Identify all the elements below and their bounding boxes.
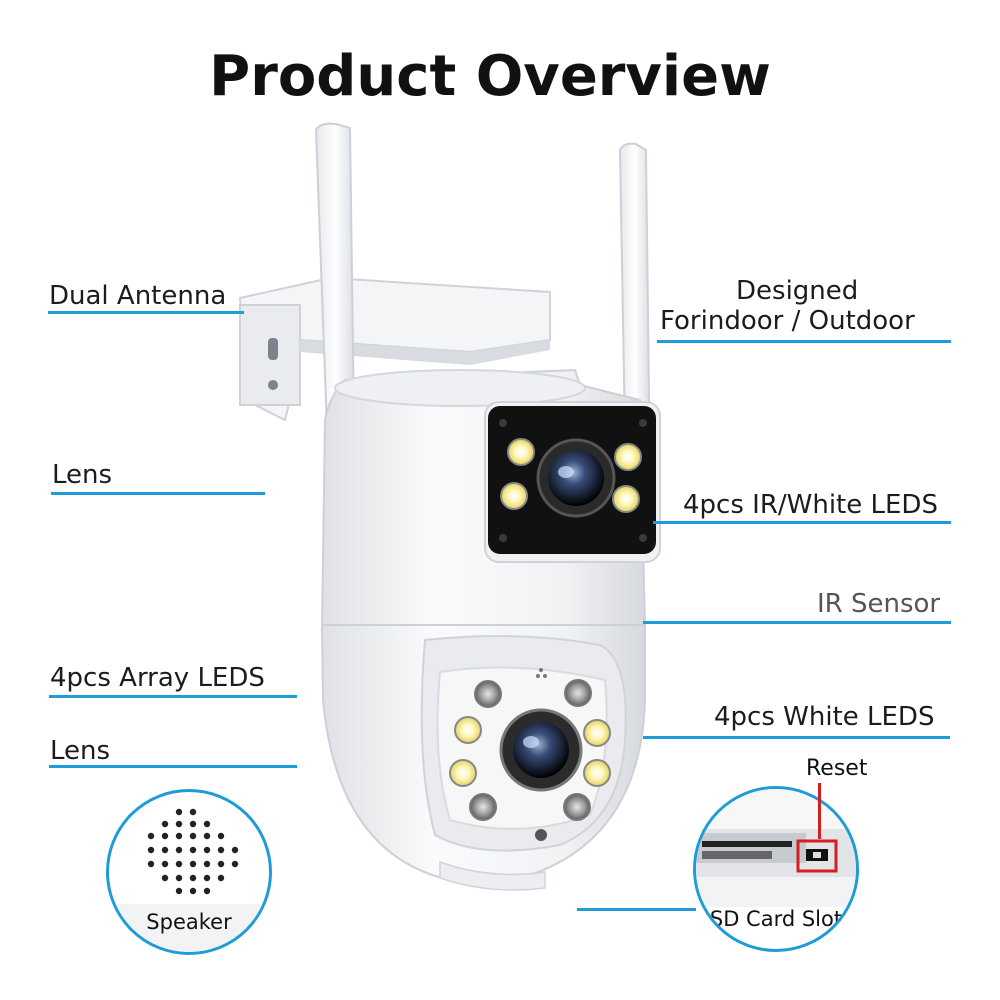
callout-underline xyxy=(643,736,950,739)
reset-label: Reset xyxy=(806,756,868,781)
callout-designed-line2: Forindoor / Outdoor xyxy=(660,306,915,336)
speaker-circle: Speaker xyxy=(106,789,272,955)
callout-underline xyxy=(657,340,951,343)
callout-dual-antenna: Dual Antenna xyxy=(49,281,227,311)
speaker-grille-icon xyxy=(109,808,269,952)
callout-underline xyxy=(49,695,297,698)
reset-marker-box xyxy=(796,839,838,873)
callout-underline xyxy=(48,311,244,314)
sd-card-label: SD Card Slot xyxy=(709,907,843,931)
callout-ir-sensor: IR Sensor xyxy=(817,589,941,619)
reset-pointer-line xyxy=(818,783,821,839)
callout-designed-line1: Designed xyxy=(736,276,859,306)
sd-card-slot-icon xyxy=(696,789,856,907)
callout-underline xyxy=(49,765,297,768)
callout-ir-white-leds: 4pcs IR/White LEDS xyxy=(683,490,938,520)
callout-underline xyxy=(577,908,696,911)
callout-array-leds: 4pcs Array LEDS xyxy=(50,663,265,693)
page-title: Product Overview xyxy=(209,44,771,109)
callout-underline xyxy=(643,621,951,624)
speaker-label: Speaker xyxy=(146,910,232,934)
callout-underline xyxy=(51,492,265,495)
callout-lens-bottom: Lens xyxy=(50,736,111,766)
callout-lens-top: Lens xyxy=(52,460,113,490)
callout-underline xyxy=(653,521,951,524)
sd-card-circle: SD Card Slot xyxy=(693,786,859,952)
callout-white-leds: 4pcs White LEDS xyxy=(714,702,935,732)
